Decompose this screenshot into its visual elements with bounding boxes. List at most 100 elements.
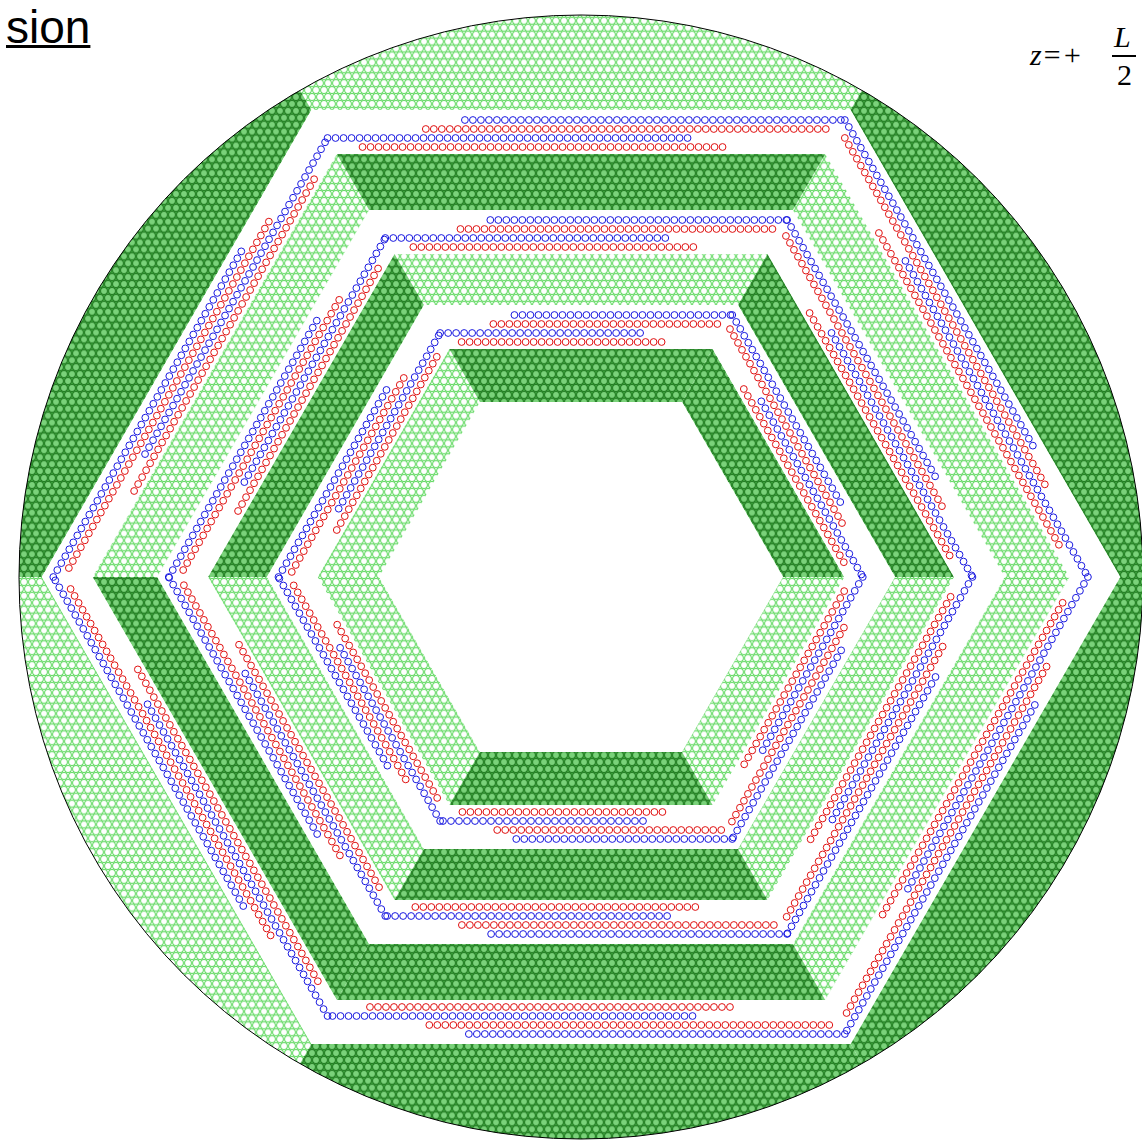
fiber <box>1035 641 1042 648</box>
fiber <box>341 305 348 312</box>
fiber <box>338 628 345 635</box>
fiber <box>599 217 606 224</box>
fiber <box>239 501 246 508</box>
fiber <box>558 235 565 242</box>
fiber <box>762 405 769 412</box>
fiber <box>765 719 772 726</box>
fiber <box>431 339 438 346</box>
fiber <box>286 746 293 753</box>
fiber <box>765 756 772 763</box>
fiber <box>892 743 899 750</box>
fiber <box>577 836 584 843</box>
fiber <box>953 601 960 608</box>
fiber <box>414 760 421 767</box>
fiber <box>985 747 992 754</box>
fiber <box>296 745 303 752</box>
fiber <box>626 1022 633 1029</box>
fiber <box>816 272 823 279</box>
fiber <box>604 904 611 911</box>
fiber <box>878 434 885 441</box>
fiber <box>486 235 493 242</box>
fiber <box>829 608 836 615</box>
fiber <box>413 776 420 783</box>
fiber <box>580 904 587 911</box>
fiber <box>711 217 718 224</box>
fiber <box>506 922 513 929</box>
fiber <box>999 757 1006 764</box>
fiber <box>810 695 817 702</box>
fiber <box>284 724 291 731</box>
fiber <box>454 235 461 242</box>
fiber <box>623 1004 630 1011</box>
fiber <box>928 466 935 473</box>
fiber <box>616 931 623 938</box>
fiber <box>257 414 264 421</box>
fiber <box>514 244 521 251</box>
fiber <box>729 818 736 825</box>
fiber <box>909 878 916 885</box>
fiber <box>369 700 376 707</box>
fiber <box>284 589 291 596</box>
fiber <box>939 861 946 868</box>
fiber <box>417 783 424 790</box>
fiber <box>593 1031 600 1038</box>
fiber <box>837 595 844 602</box>
fiber <box>628 904 635 911</box>
fiber <box>933 636 940 643</box>
fiber <box>342 635 349 642</box>
fiber <box>308 345 315 352</box>
fiber <box>761 1031 768 1038</box>
fiber <box>753 226 760 233</box>
fiber <box>788 923 795 930</box>
fiber <box>887 697 894 704</box>
fiber <box>730 1022 737 1029</box>
fiber <box>831 622 838 629</box>
fiber <box>594 1022 601 1029</box>
fiber <box>689 1013 696 1020</box>
fiber <box>801 693 808 700</box>
fiber <box>823 492 830 499</box>
fiber <box>566 827 573 834</box>
fiber <box>575 217 582 224</box>
fiber <box>559 217 566 224</box>
fiber <box>526 827 533 834</box>
fiber <box>423 353 430 360</box>
fiber <box>727 217 734 224</box>
fiber <box>759 217 766 224</box>
fiber <box>387 415 394 422</box>
fiber <box>743 217 750 224</box>
fiber <box>372 877 379 884</box>
fiber <box>735 340 742 347</box>
fiber <box>626 244 633 251</box>
fiber <box>458 244 465 251</box>
fiber <box>166 721 173 728</box>
fiber <box>850 557 857 564</box>
fiber <box>885 719 892 726</box>
fiber <box>514 321 521 328</box>
fiber <box>505 1031 512 1038</box>
fiber <box>895 683 902 690</box>
fiber <box>836 343 843 350</box>
fiber <box>925 650 932 657</box>
fiber <box>711 1004 718 1011</box>
fiber <box>412 904 419 911</box>
fiber <box>270 902 277 909</box>
fiber <box>584 931 591 938</box>
fiber <box>238 846 245 853</box>
fiber <box>433 811 440 818</box>
fiber <box>863 371 870 378</box>
fiber <box>568 913 575 920</box>
fiber <box>654 827 661 834</box>
fiber <box>196 610 203 617</box>
dark-fiber-sector <box>851 577 1142 1146</box>
fiber <box>222 671 229 678</box>
fiber <box>884 390 891 397</box>
fiber <box>224 658 231 665</box>
fiber <box>827 629 834 636</box>
fiber <box>764 427 771 434</box>
fiber <box>834 530 841 537</box>
fiber <box>671 1004 678 1011</box>
fiber <box>821 622 828 629</box>
fiber <box>180 567 187 574</box>
fiber <box>979 792 986 799</box>
